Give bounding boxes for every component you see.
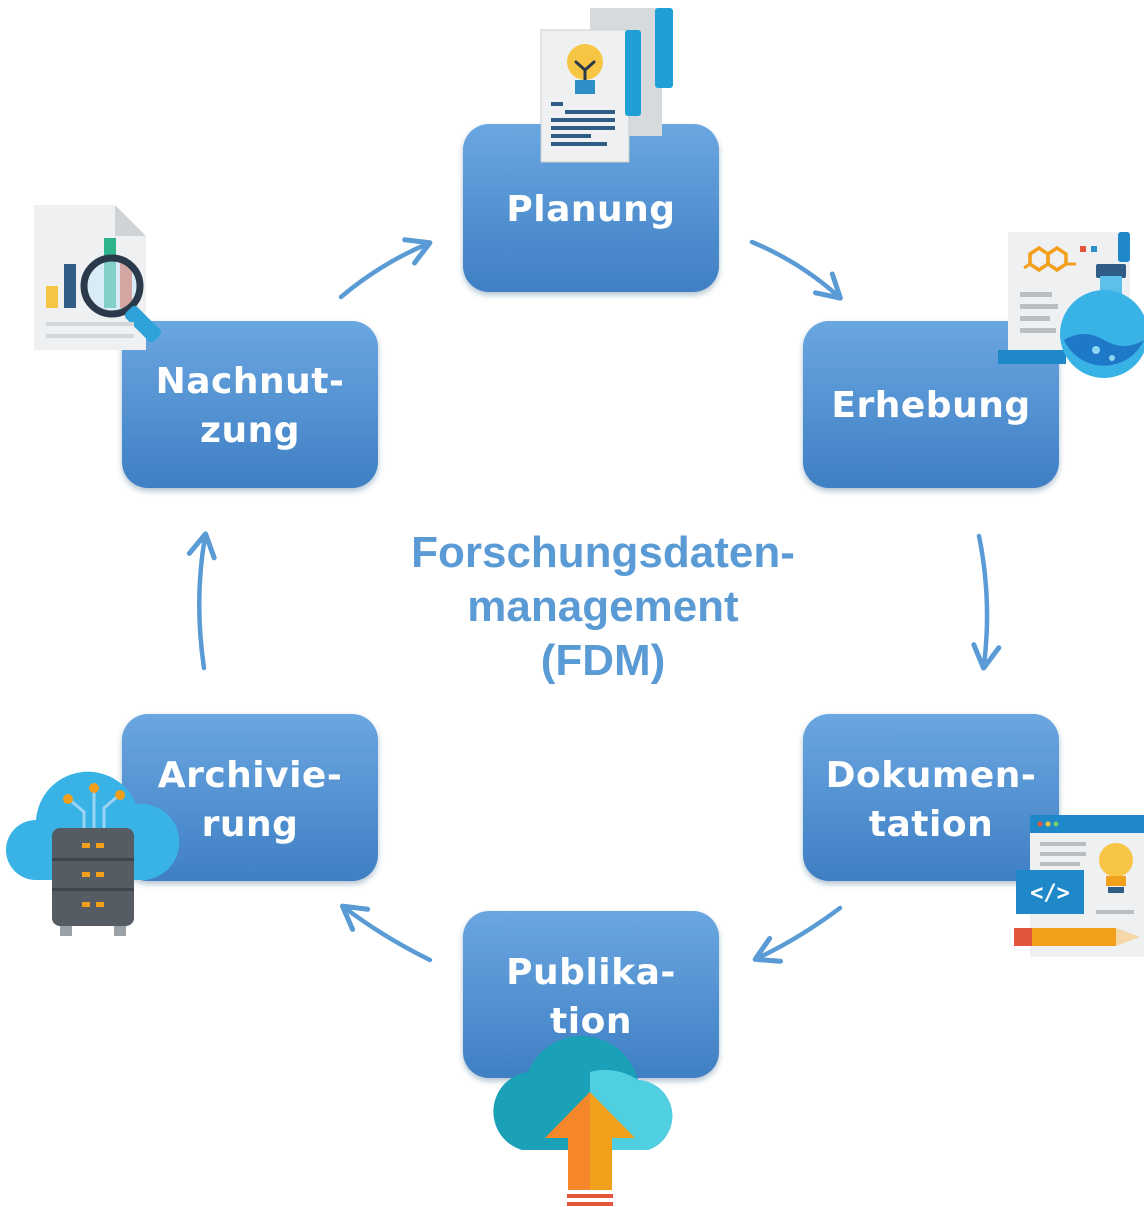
stage-box-archivierung[interactable]: Archivie- rung	[122, 714, 378, 881]
arrow-publikation-to-archivierung	[339, 903, 433, 963]
arrow-dokumentation-to-publikation	[752, 905, 843, 964]
arrow-erhebung-to-dokumentation	[971, 533, 1002, 671]
stage-label-dokumentation-line2: tation	[869, 804, 993, 845]
cycle-arrows	[186, 237, 1002, 964]
stage-label-dokumentation-line1: Dokumen-	[826, 755, 1037, 796]
cloud-server-icon	[6, 771, 180, 936]
stage-box-erhebung[interactable]: Erhebung	[803, 321, 1059, 488]
stage-label-publikation-line1: Publika-	[506, 952, 676, 993]
center-title: Forschungsdaten- management (FDM)	[411, 528, 795, 685]
stage-box-publikation[interactable]: Publika- tion	[463, 911, 719, 1078]
center-title-line2: management	[467, 582, 739, 631]
stage-label-archivierung-line1: Archivie-	[158, 755, 343, 796]
stage-label-nachnutzung-line2: zung	[200, 410, 300, 451]
stage-box-dokumentation[interactable]: Dokumen- tation	[803, 714, 1059, 881]
document-lightbulb-icon	[540, 8, 673, 163]
center-title-line1: Forschungsdaten-	[411, 528, 795, 577]
arrow-nachnutzung-to-planung	[338, 237, 433, 300]
center-title-line3: (FDM)	[541, 636, 666, 685]
stage-box-nachnutzung[interactable]: Nachnut- zung	[122, 321, 378, 488]
stage-label-publikation-line2: tion	[550, 1001, 632, 1042]
lab-flask-molecule-icon	[998, 232, 1144, 378]
stage-label-erhebung: Erhebung	[831, 385, 1030, 426]
arrow-planung-to-erhebung	[749, 239, 843, 301]
stage-label-nachnutzung-line1: Nachnut-	[156, 361, 345, 402]
code-window-lightbulb-icon: </>	[1014, 815, 1144, 957]
chart-magnifier-icon	[34, 205, 162, 350]
stage-box-planung[interactable]: Planung	[463, 124, 719, 292]
arrow-archivierung-to-nachnutzung	[186, 531, 217, 671]
stage-label-planung: Planung	[506, 189, 675, 230]
cloud-upload-icon	[493, 1035, 673, 1206]
stage-label-archivierung-line2: rung	[202, 804, 299, 845]
svg-text:</>: </>	[1030, 881, 1070, 906]
